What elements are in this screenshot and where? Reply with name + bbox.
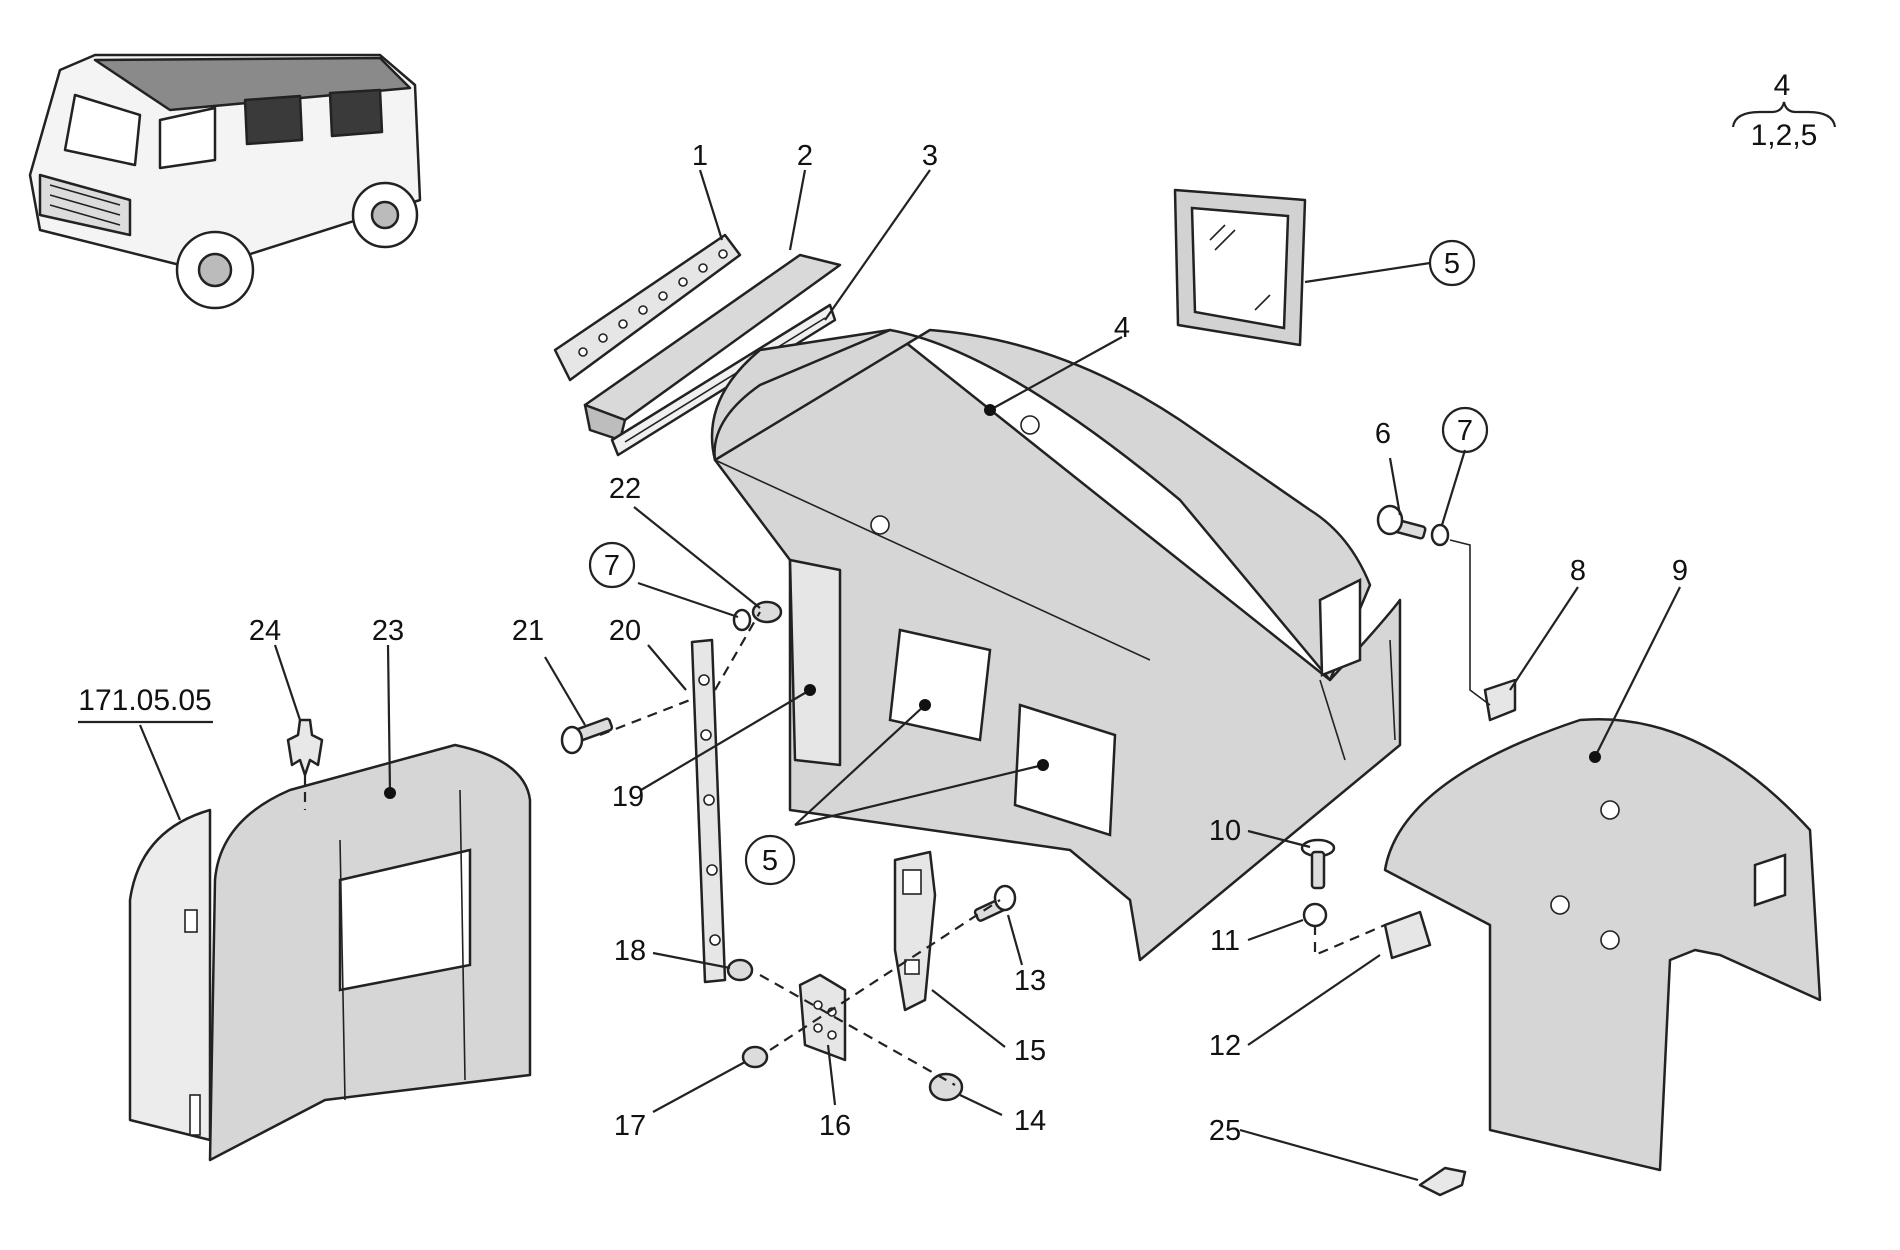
part-5-window [1173, 188, 1307, 347]
part-4-hardtop [710, 328, 1402, 962]
callout-25: 25 [1209, 1115, 1241, 1147]
part-3-seal [610, 303, 837, 457]
callout-5-window: 5 [1444, 248, 1460, 280]
assembly-components-label: 1,2,5 [1751, 119, 1818, 152]
callout-7-left: 7 [604, 550, 620, 582]
callout-2: 2 [797, 140, 813, 172]
callout-13: 13 [1014, 965, 1046, 997]
callout-circles [588, 239, 1489, 886]
callout-6: 6 [1375, 418, 1391, 450]
callout-15: 15 [1014, 1035, 1046, 1067]
fastener-hardware [286, 504, 1517, 1197]
assembly-bracket: 4 1,2,5 [1731, 69, 1837, 152]
callout-12: 12 [1209, 1030, 1241, 1062]
callout-24: 24 [249, 615, 281, 647]
callout-4: 4 [1114, 312, 1130, 344]
callout-7-right: 7 [1457, 415, 1473, 447]
callout-19: 19 [612, 781, 644, 813]
callout-labels: 1 2 3 4 5 5 6 7 7 8 9 10 11 12 13 14 15 … [249, 140, 1688, 1147]
callout-18: 18 [614, 935, 646, 967]
callout-3: 3 [922, 140, 938, 172]
vehicle-thumbnail [28, 53, 422, 310]
callout-1: 1 [692, 140, 708, 172]
part-1-strip [553, 233, 742, 382]
callout-20: 20 [609, 615, 641, 647]
callout-10: 10 [1209, 815, 1241, 847]
callout-9: 9 [1672, 555, 1688, 587]
reference-drawing: 171.05.05 [78, 684, 213, 724]
callout-5-hardtop-windows: 5 [762, 845, 778, 877]
callout-22: 22 [609, 473, 641, 505]
callout-11: 11 [1210, 925, 1240, 957]
leader-lines [138, 169, 1681, 1182]
reference-drawing-number: 171.05.05 [78, 684, 211, 717]
assembly-item-label: 4 [1774, 69, 1791, 102]
part-9-rear-hood [1383, 718, 1822, 1172]
callout-21: 21 [512, 615, 544, 647]
callout-23: 23 [372, 615, 404, 647]
callout-14: 14 [1014, 1105, 1046, 1137]
part-23-side-panel [128, 743, 532, 1162]
callout-8: 8 [1570, 555, 1586, 587]
callout-16: 16 [819, 1110, 851, 1142]
assembly-lines [303, 539, 1491, 1086]
callout-17: 17 [614, 1110, 646, 1142]
